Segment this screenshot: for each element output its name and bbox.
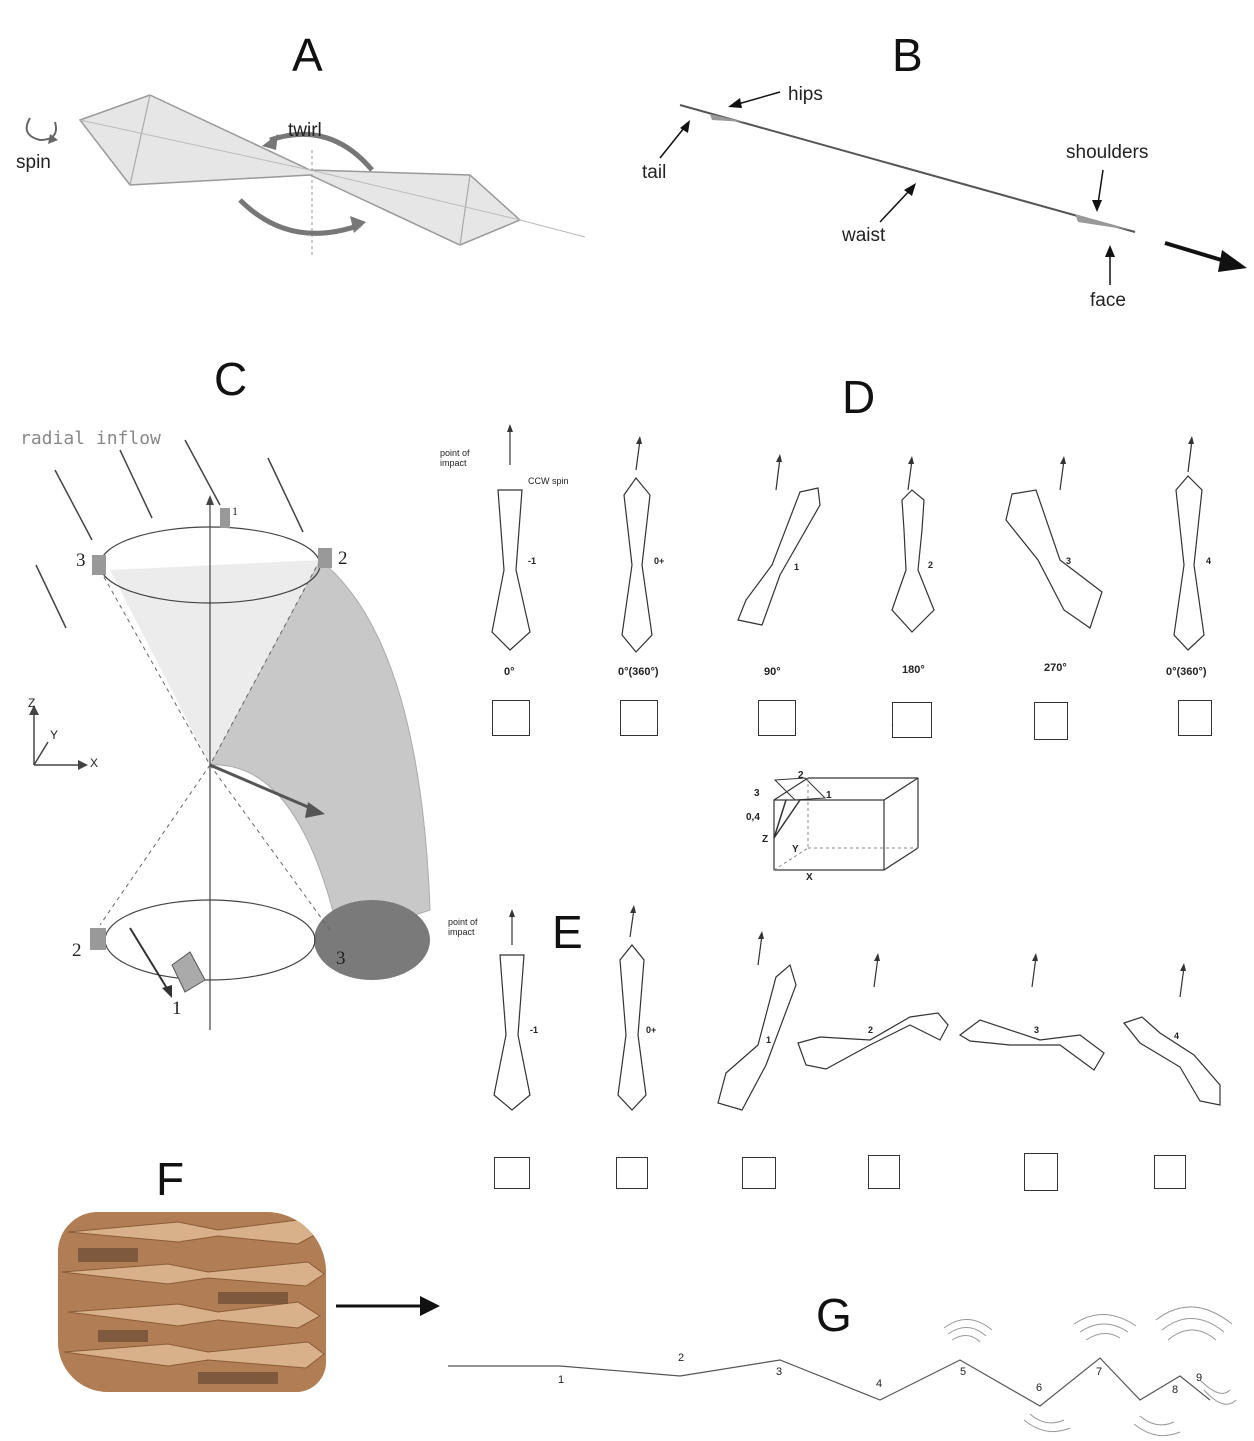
- cube-label-x: X: [806, 872, 813, 883]
- label-c-bottom-1: 1: [172, 998, 182, 1020]
- d-frame-index-2: 0+: [654, 556, 664, 566]
- d-frame-index-1: -1: [528, 556, 536, 566]
- d-orientation-box-4: [892, 702, 932, 738]
- label-c-bottom-3: 3: [336, 948, 346, 970]
- f-to-g-arrow: [332, 1288, 452, 1328]
- label-c-bottom-2: 2: [72, 940, 82, 962]
- twirled-objects-photo: [58, 1212, 326, 1392]
- axis-y-label: Y: [50, 728, 58, 742]
- label-tail: tail: [642, 162, 666, 184]
- label-hips: hips: [788, 84, 823, 106]
- d-frame-index-4: 2: [928, 560, 933, 570]
- g-point-3: 3: [776, 1366, 782, 1378]
- g-point-6: 6: [1036, 1382, 1042, 1394]
- cube-label-0-4: 0,4: [746, 812, 760, 823]
- g-point-1: 1: [558, 1374, 564, 1386]
- d-orientation-box-5: [1034, 702, 1068, 740]
- d-orientation-box-6: [1178, 700, 1212, 736]
- panel-e: E point of impact -1 0+ 1 2 3 4: [440, 895, 1254, 1195]
- label-spin: spin: [16, 152, 51, 174]
- label-face: face: [1090, 290, 1126, 312]
- panel-f: F: [0, 1140, 440, 1440]
- cube-label-z: Z: [762, 834, 768, 845]
- axis-x-label: X: [90, 756, 98, 770]
- e-orientation-box-4: [868, 1155, 900, 1189]
- e-frame-index-4: 2: [868, 1025, 873, 1035]
- label-c-top-2: 2: [338, 548, 348, 570]
- panel-c: C: [0, 340, 440, 1040]
- e-frame-index-1: -1: [530, 1025, 538, 1035]
- label-c-top-3: 3: [76, 550, 86, 572]
- g-point-7: 7: [1096, 1366, 1102, 1378]
- e-orientation-box-6: [1154, 1155, 1186, 1189]
- label-radial-inflow: radial inflow: [20, 428, 161, 449]
- e-orientation-box-1: [494, 1157, 530, 1189]
- d-angle-3: 90°: [764, 666, 781, 678]
- body-line-sketch: [620, 0, 1254, 320]
- e-orientation-box-2: [616, 1157, 648, 1189]
- d-frame-index-3: 1: [794, 562, 799, 572]
- e-orientation-box-3: [742, 1157, 776, 1189]
- e-frame-index-3: 1: [766, 1035, 771, 1045]
- g-point-2: 2: [678, 1352, 684, 1364]
- cube-label-y: Y: [792, 844, 799, 855]
- g-point-9: 9: [1196, 1372, 1202, 1384]
- label-waist: waist: [842, 225, 885, 247]
- cube-label-2: 2: [798, 770, 804, 781]
- g-point-8: 8: [1172, 1384, 1178, 1396]
- d-orientation-box-1: [492, 700, 530, 736]
- d-orientation-box-3: [758, 700, 796, 736]
- d-angle-4: 180°: [902, 664, 925, 676]
- cube-label-3: 3: [754, 788, 760, 799]
- cube-label-1: 1: [826, 790, 832, 801]
- panel-d: D point of impact CCW spin: [440, 360, 1254, 890]
- d-angle-6: 0°(360°): [1166, 666, 1207, 678]
- e-frame-index-5: 3: [1034, 1025, 1039, 1035]
- d-frames-sketch: [440, 360, 1254, 890]
- d-angle-2: 0°(360°): [618, 666, 659, 678]
- e-orientation-box-5: [1024, 1153, 1058, 1191]
- d-orientation-box-2: [620, 700, 658, 736]
- trajectory-sketch: [440, 1280, 1254, 1441]
- panel-g: G 1 2 3 4 5 6 7 8 9: [440, 1280, 1254, 1441]
- g-point-4: 4: [876, 1378, 882, 1390]
- label-c-top-1: 1: [232, 504, 238, 519]
- e-frames-sketch: [440, 895, 1254, 1195]
- label-shoulders: shoulders: [1066, 142, 1148, 164]
- label-twirl: twirl: [288, 120, 322, 142]
- e-frame-index-2: 0+: [646, 1025, 656, 1035]
- d-angle-5: 270°: [1044, 662, 1067, 674]
- d-frame-index-5: 3: [1066, 556, 1071, 566]
- d-angle-1: 0°: [504, 666, 515, 678]
- twirling-body-sketch: [0, 0, 620, 300]
- panel-a: A spin twirl: [0, 0, 620, 300]
- d-frame-index-6: 4: [1206, 556, 1211, 566]
- axis-z-label: Z: [28, 696, 35, 710]
- panel-label-f: F: [156, 1152, 184, 1206]
- g-point-5: 5: [960, 1366, 966, 1378]
- e-frame-index-6: 4: [1174, 1031, 1179, 1041]
- panel-b: B hips tail shoulders waist face: [620, 0, 1254, 320]
